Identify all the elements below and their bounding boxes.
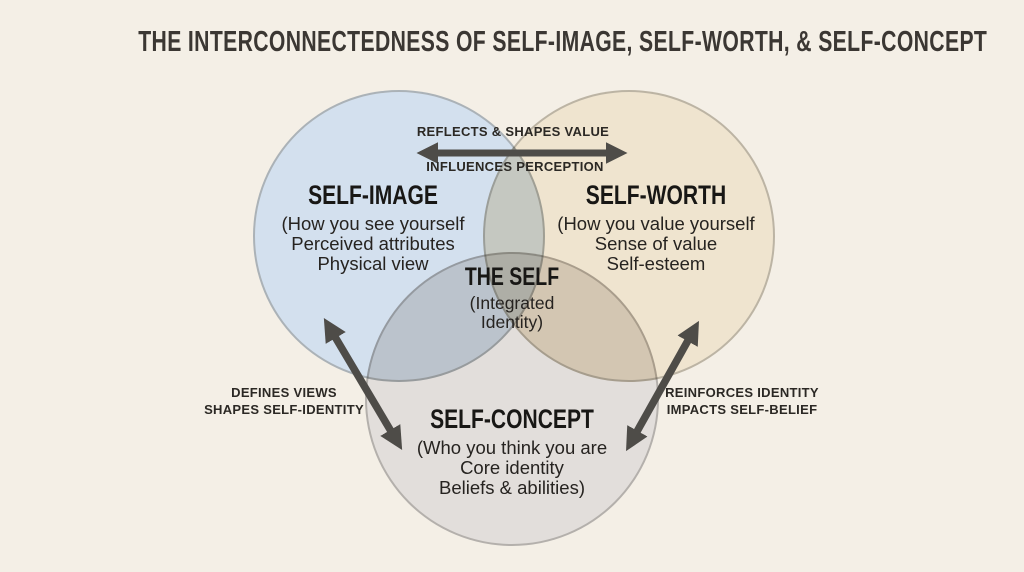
the-self-line-2: Identity) — [480, 311, 544, 332]
self-image-line-3: Physical view — [317, 253, 429, 274]
self-concept-line-1: (Who you think you are — [416, 437, 608, 458]
self-worth-line-2: Sense of value — [594, 233, 718, 254]
self-concept-description: (Who you think you are Core identity Bel… — [382, 438, 642, 498]
self-worth-line-3: Self-esteem — [606, 253, 706, 274]
self-worth-label-group: SELF-WORTH (How you value yourself Sense… — [536, 180, 776, 274]
self-concept-label-group: SELF-CONCEPT (Who you think you are Core… — [382, 404, 642, 498]
self-image-line-1: (How you see yourself — [281, 213, 465, 234]
arrow-image-concept — [323, 318, 403, 450]
self-concept-line-3: Beliefs & abilities) — [438, 477, 585, 498]
relationship-image-concept-label: DEFINES VIEWS SHAPES SELF-IDENTITY — [204, 385, 364, 417]
the-self-line-1: (Integrated — [469, 293, 555, 313]
the-self-title: THE SELF — [464, 263, 560, 291]
self-worth-title: SELF-WORTH — [585, 180, 727, 210]
self-concept-circle — [365, 252, 659, 546]
the-self-label-group: THE SELF (Integrated Identity) — [422, 264, 602, 331]
relationship-image-worth-label-bottom: INFLUENCES PERCEPTION — [426, 159, 604, 174]
self-concept-line-2: Core identity — [460, 457, 564, 478]
self-image-line-2: Perceived attributes — [291, 233, 455, 254]
relationship-image-worth-label-top: REFLECTS & SHAPES VALUE — [416, 124, 610, 139]
page-title: THE INTERCONNECTEDNESS OF SELF-IMAGE, SE… — [138, 26, 988, 58]
self-image-title: SELF-IMAGE — [308, 180, 438, 210]
the-self-description: (Integrated Identity) — [422, 294, 602, 331]
self-image-description: (How you see yourself Perceived attribut… — [253, 214, 493, 274]
self-worth-description: (How you value yourself Sense of value S… — [536, 214, 776, 274]
arrow-worth-concept — [626, 320, 699, 452]
self-image-label-group: SELF-IMAGE (How you see yourself Perceiv… — [253, 180, 493, 274]
self-concept-title: SELF-CONCEPT — [430, 404, 594, 434]
relationship-worth-concept-label: REINFORCES IDENTITY IMPACTS SELF-BELIEF — [665, 385, 819, 417]
self-worth-line-1: (How you value yourself — [557, 213, 755, 234]
